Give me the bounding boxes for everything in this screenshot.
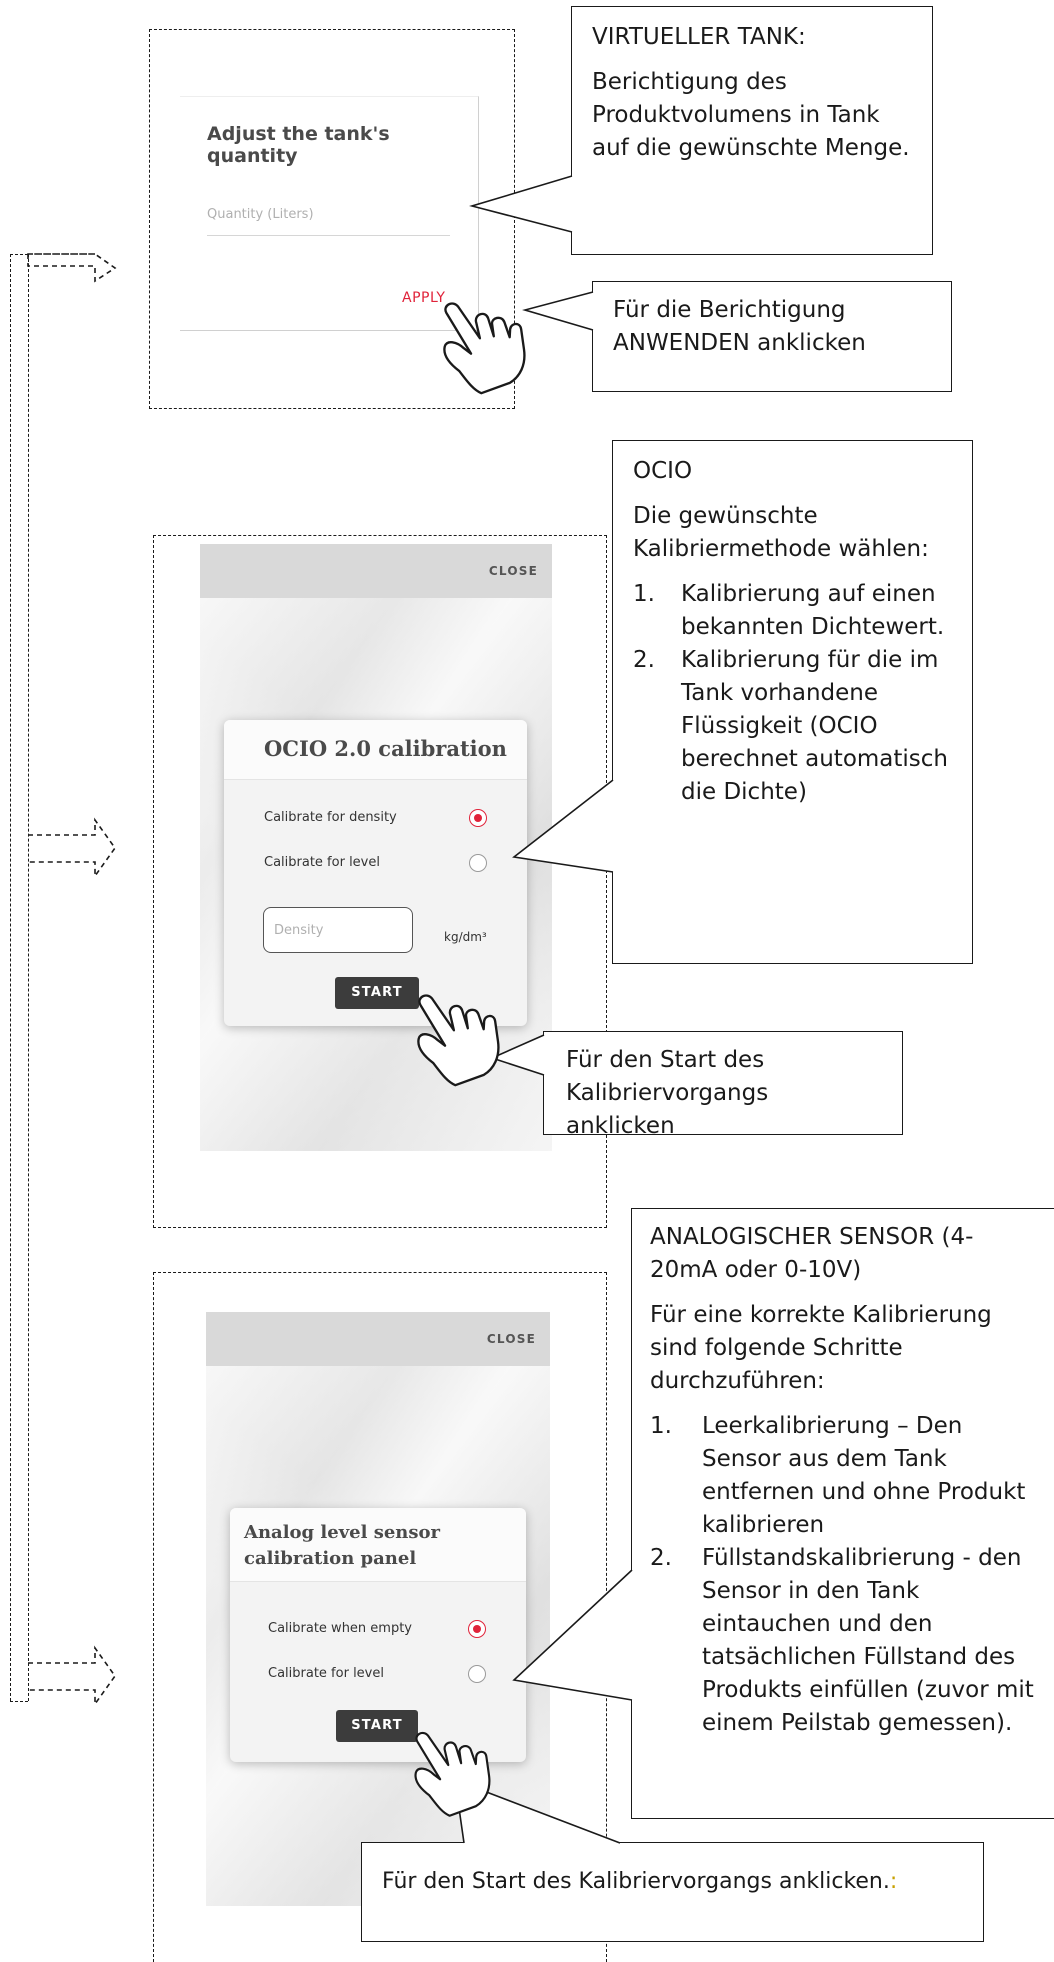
density-input[interactable] bbox=[263, 907, 413, 953]
flow-line-bottom bbox=[10, 1701, 28, 1702]
hand-cursor-icon bbox=[436, 293, 531, 399]
ocio-top-bar bbox=[200, 544, 552, 598]
virtual-tank-frame bbox=[149, 29, 515, 409]
ocio-frame bbox=[153, 535, 607, 1228]
option-level-label: Calibrate for level bbox=[264, 855, 380, 870]
option-empty-radio[interactable] bbox=[468, 1620, 486, 1638]
flow-line-inner bbox=[28, 254, 29, 1701]
analog-callout: ANALOGISCHER SENSOR (4-20mA oder 0-10V) … bbox=[631, 1208, 1054, 1819]
ocio-callout: OCIO Die gewünschte Kalibriermethode wäh… bbox=[612, 440, 973, 964]
list-item: 2.Kalibrierung für die im Tank vorhanden… bbox=[633, 647, 949, 805]
option-level-radio[interactable] bbox=[468, 1665, 486, 1683]
flow-arrow-2 bbox=[28, 817, 116, 879]
apply-callout: Für die Berichtigung ANWENDEN anklicken bbox=[592, 281, 952, 392]
analog-callout-intro: Für eine korrekte Kalibrierung sind folg… bbox=[650, 1302, 992, 1394]
flow-arrow-3 bbox=[28, 1645, 116, 1707]
analog-card-header bbox=[230, 1508, 526, 1582]
ocio-calibration-card: OCIO 2.0 calibration Calibrate for densi… bbox=[224, 720, 527, 1026]
analog-callout-pointer bbox=[512, 1569, 633, 1701]
analog-screen: CLOSE Analog level sensor calibration pa… bbox=[206, 1312, 550, 1906]
list-item: 2.Füllstandskalibrierung - den Sensor in… bbox=[650, 1545, 1034, 1736]
apply-callout-pointer bbox=[522, 291, 594, 331]
option-density-label: Calibrate for density bbox=[264, 810, 397, 825]
analog-callout-list: 1.Leerkalibrierung – Den Sensor aus dem … bbox=[650, 1410, 1036, 1740]
ocio-start-callout-pointer bbox=[489, 1034, 545, 1076]
analog-close-button[interactable]: CLOSE bbox=[486, 1332, 536, 1346]
quantity-input[interactable] bbox=[207, 235, 450, 236]
analog-card-title-line2: calibration panel bbox=[244, 1548, 417, 1569]
option-density-radio[interactable] bbox=[469, 809, 487, 827]
analog-top-bar bbox=[206, 1312, 550, 1366]
apply-callout-text: Für die Berichtigung ANWENDEN anklicken bbox=[613, 297, 866, 356]
list-item: 1.Leerkalibrierung – Den Sensor aus dem … bbox=[650, 1413, 1026, 1538]
dialog-title: Adjust the tank's quantity bbox=[207, 123, 390, 167]
analog-card-title-line1: Analog level sensor bbox=[244, 1522, 441, 1543]
analog-start-button[interactable]: START bbox=[336, 1710, 418, 1742]
ocio-start-callout: Für den Start des Kalibriervorgangs ankl… bbox=[543, 1031, 903, 1139]
option-level-label: Calibrate for level bbox=[268, 1666, 384, 1681]
ocio-close-button[interactable]: CLOSE bbox=[488, 564, 538, 578]
virtual-tank-callout: VIRTUELLER TANK: Berichtigung des Produk… bbox=[571, 6, 933, 255]
vt-callout-pointer bbox=[469, 175, 573, 233]
ocio-callout-pointer bbox=[512, 779, 614, 873]
callout-heading: VIRTUELLER TANK: bbox=[592, 24, 806, 50]
analog-calibration-card: Analog level sensor calibration panel Ca… bbox=[230, 1508, 526, 1762]
flow-line-outer bbox=[10, 254, 11, 1701]
analog-callout-heading: ANALOGISCHER SENSOR (4-20mA oder 0-10V) bbox=[650, 1224, 974, 1283]
ocio-start-button[interactable]: START bbox=[335, 977, 419, 1009]
ocio-card-title: OCIO 2.0 calibration bbox=[264, 736, 507, 761]
flow-line-top bbox=[10, 254, 28, 255]
list-item: 1.Kalibrierung auf einen bekannten Dicht… bbox=[633, 581, 945, 640]
callout-text: Berichtigung des Produktvolumens in Tank… bbox=[592, 69, 910, 161]
ocio-card-header bbox=[224, 720, 527, 780]
adjust-quantity-dialog: Adjust the tank's quantity Quantity (Lit… bbox=[180, 96, 479, 331]
density-unit: kg/dm³ bbox=[444, 930, 487, 944]
quantity-input-placeholder: Quantity (Liters) bbox=[207, 207, 314, 222]
flow-arrow-1 bbox=[27, 253, 117, 283]
option-empty-label: Calibrate when empty bbox=[268, 1621, 413, 1636]
ocio-callout-intro: Die gewünschte Kalibriermethode wählen: bbox=[633, 503, 929, 562]
option-level-radio[interactable] bbox=[469, 854, 487, 872]
ocio-callout-list: 1.Kalibrierung auf einen bekannten Dicht… bbox=[633, 578, 952, 809]
ocio-start-callout-text: Für den Start des Kalibriervorgangs ankl… bbox=[566, 1047, 769, 1139]
analog-start-callout: Für den Start des Kalibriervorgangs ankl… bbox=[361, 1842, 984, 1942]
hand-cursor-icon bbox=[410, 985, 505, 1091]
density-placeholder: Density bbox=[274, 923, 324, 938]
ocio-callout-heading: OCIO bbox=[633, 458, 693, 484]
apply-button[interactable]: APPLY bbox=[402, 290, 446, 306]
analog-start-callout-text: Für den Start des Kalibriervorgangs ankl… bbox=[382, 1869, 898, 1894]
